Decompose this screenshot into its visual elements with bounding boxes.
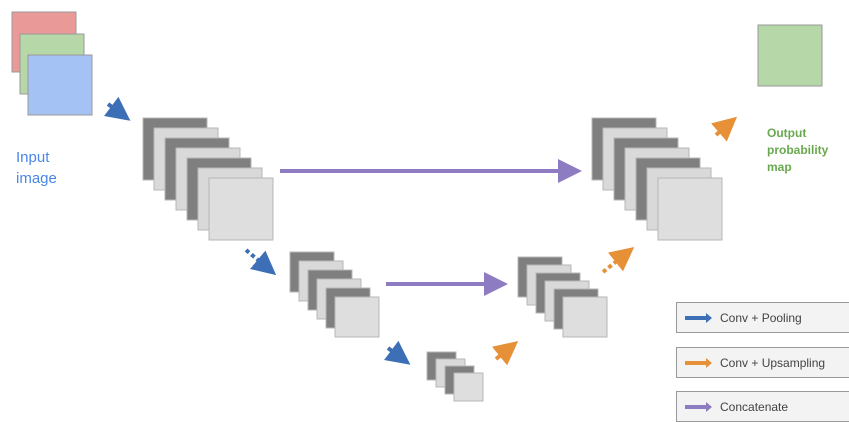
layer-block-decoder-2 xyxy=(517,256,608,338)
layer-block-bottleneck xyxy=(426,351,484,402)
pool-arrow-1 xyxy=(244,248,277,276)
legend-purple-arrow-icon xyxy=(685,402,712,412)
layer-block-encoder-1 xyxy=(142,117,274,241)
feature-map-layer xyxy=(453,372,484,402)
legend-concatenate: Concatenate xyxy=(676,391,849,422)
feature-map-layer xyxy=(334,296,380,338)
legend-conv-pooling: Conv + Pooling xyxy=(676,302,849,333)
output-probability-map-label: Output probability map xyxy=(767,126,829,174)
legend-conv-pooling-label: Conv + Pooling xyxy=(720,311,802,325)
feature-map-layer xyxy=(208,177,274,241)
legend-conv-upsampling-label: Conv + Upsampling xyxy=(720,356,826,370)
layer-block-encoder-2 xyxy=(289,251,380,338)
input-image-stack xyxy=(11,11,93,116)
pool-arrow-2 xyxy=(384,340,411,365)
input-image-label: Input image xyxy=(16,149,57,187)
upsample-arrow-output xyxy=(711,116,738,142)
output-probability-map xyxy=(757,24,823,87)
input-blue-channel xyxy=(27,54,93,116)
upsample-arrow-1 xyxy=(492,340,519,366)
legend-orange-arrow-icon xyxy=(685,358,712,368)
upsample-arrow-2 xyxy=(601,247,635,274)
pool-arrow-input xyxy=(104,96,131,121)
layer-block-decoder-1 xyxy=(591,117,723,241)
legend-blue-arrow-icon xyxy=(685,313,712,323)
feature-map-layer xyxy=(562,296,608,338)
feature-map-layer xyxy=(657,177,723,241)
layer-blocks xyxy=(142,117,723,402)
legend-conv-upsampling: Conv + Upsampling xyxy=(676,347,849,378)
legend-concatenate-label: Concatenate xyxy=(720,400,789,414)
